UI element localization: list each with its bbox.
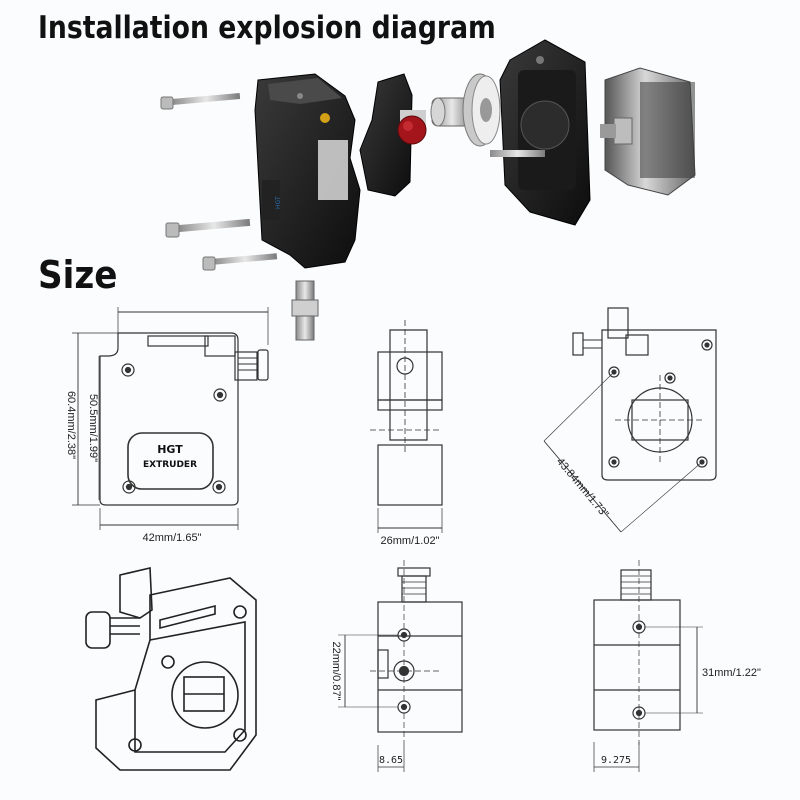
- brand-label-line1: HGT: [157, 443, 183, 456]
- tension-lever-part: [359, 73, 427, 197]
- bottom-side-offset-dimension: 8.65: [379, 755, 403, 766]
- back-housing-part: [490, 39, 591, 226]
- diagram-title: Installation explosion diagram: [38, 10, 496, 46]
- bottom-side-height-dimension: 22mm/0.87": [330, 642, 342, 701]
- front-view-drawing: [72, 307, 269, 530]
- bottom-back-offset-dimension: 9.275: [601, 755, 631, 766]
- svg-text:HGT: HGT: [275, 196, 282, 209]
- front-housing-part: HGT: [254, 73, 361, 269]
- back-view-drawing: [543, 307, 717, 533]
- front-width-dimension: 42mm/1.65": [143, 532, 202, 544]
- stepper-motor-part: [600, 67, 696, 196]
- pneumatic-fitting-part: [291, 280, 319, 341]
- bottom-side-view-drawing: [338, 560, 463, 772]
- size-section-title: Size: [38, 253, 118, 297]
- side-width-dimension: 26mm/1.02": [381, 535, 440, 547]
- bottom-back-height-dimension: 31mm/1.22": [702, 667, 761, 679]
- front-outer-height-dimension: 60.4mm/2.38": [65, 391, 77, 459]
- bottom-back-view-drawing: [593, 560, 703, 772]
- isometric-line-drawing: [85, 567, 257, 771]
- side-view-drawing: [370, 320, 443, 533]
- front-inner-height-dimension: 50.5mm/1.99": [87, 394, 99, 462]
- screw-bottom: [202, 253, 278, 271]
- exploded-view: HGT: [160, 39, 696, 341]
- brand-label-line2: EXTRUDER: [143, 460, 197, 470]
- gear-assembly-part: [430, 73, 501, 147]
- screw-middle: [165, 218, 251, 238]
- screw-top: [160, 93, 241, 110]
